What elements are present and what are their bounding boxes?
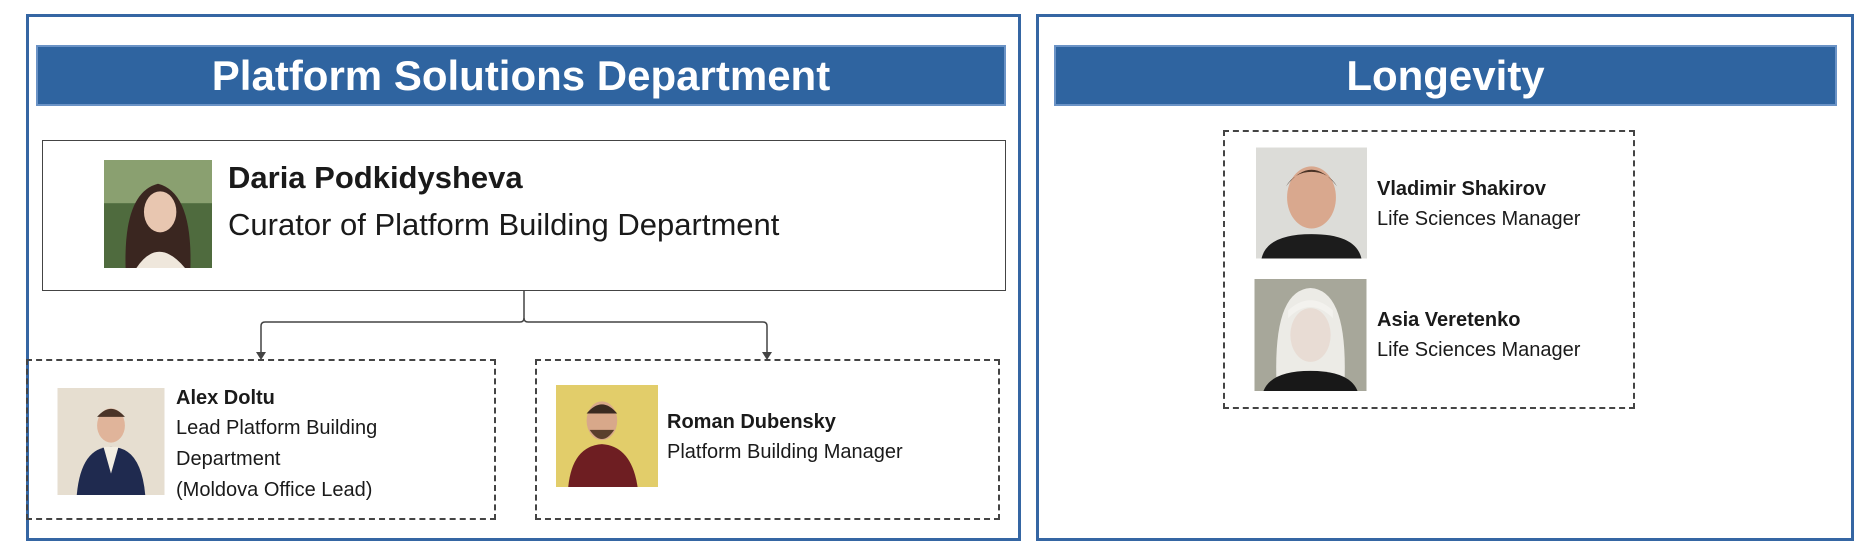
avatar: [1256, 146, 1367, 260]
person-role: Platform Building Manager: [667, 441, 903, 463]
person-name: Roman Dubensky: [667, 411, 836, 433]
person-role: Life Sciences Manager: [1377, 339, 1581, 361]
person-name: Alex Doltu: [176, 387, 275, 409]
department-title: Platform Solutions Department: [36, 45, 1006, 106]
department-title: Longevity: [1054, 45, 1837, 106]
person-role-line: (Moldova Office Lead): [176, 479, 373, 501]
org-card-group[interactable]: [1223, 130, 1635, 409]
org-card-member[interactable]: [535, 359, 1000, 520]
avatar: [104, 160, 212, 268]
person-role-line: Department: [176, 448, 281, 470]
person-role-line: Lead Platform Building: [176, 417, 378, 439]
person-role: Curator of Platform Building Department: [228, 207, 780, 242]
person-name: Vladimir Shakirov: [1377, 178, 1546, 200]
person-name: Asia Veretenko: [1377, 309, 1521, 331]
person-role: Life Sciences Manager: [1377, 208, 1581, 230]
avatar: [1254, 279, 1367, 391]
org-card-member[interactable]: [26, 359, 496, 520]
avatar: [57, 388, 165, 495]
person-name: Daria Podkidysheva: [228, 160, 523, 195]
avatar: [556, 385, 658, 487]
org-card-head[interactable]: [42, 140, 1006, 291]
